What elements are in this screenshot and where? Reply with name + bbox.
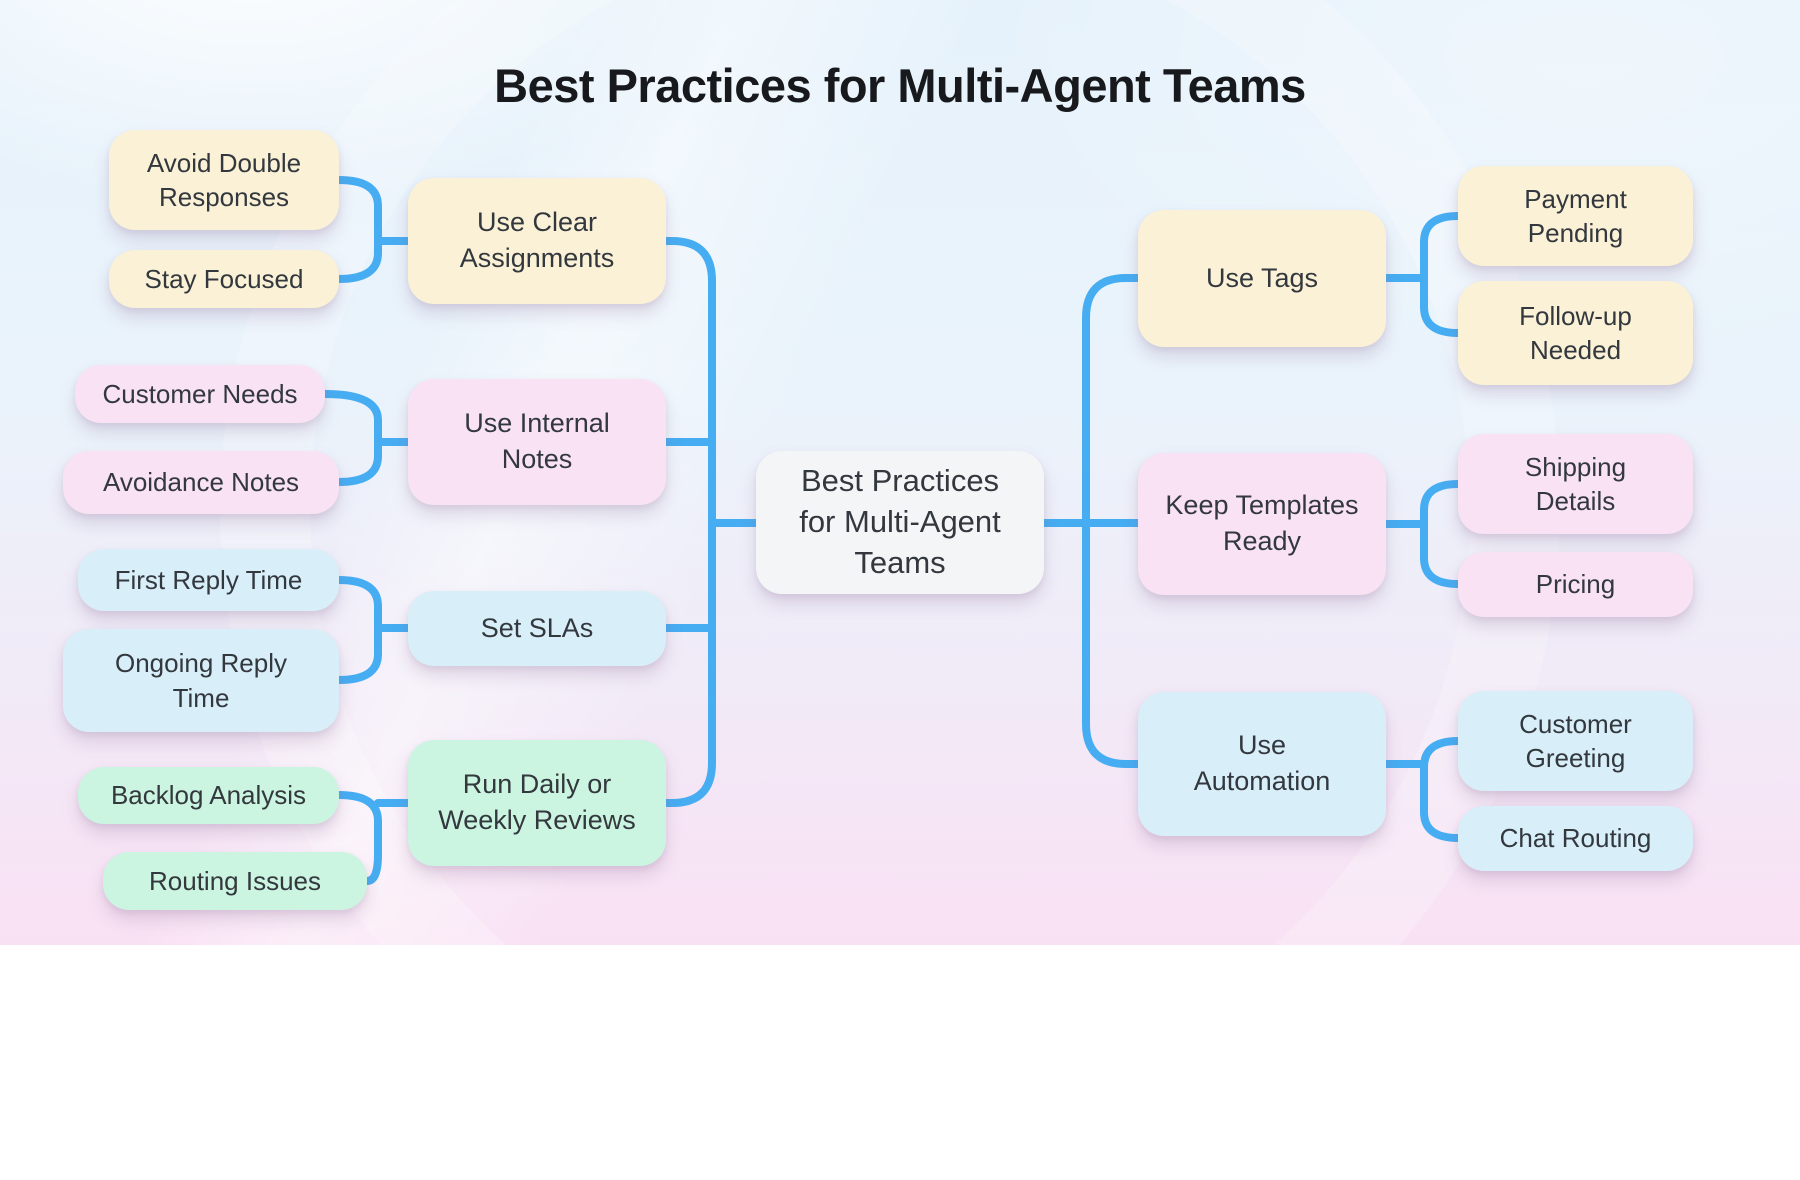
node-label: Use Automation xyxy=(1193,730,1331,796)
node-label: Stay Focused xyxy=(144,263,304,294)
connector-right-trunk xyxy=(1082,274,1142,768)
node-label: Ongoing Reply Time xyxy=(115,648,287,713)
node-label: Follow-up Needed xyxy=(1519,300,1632,365)
node-label: Payment Pending xyxy=(1524,183,1627,248)
node-label: Best Practices for Multi-Agent Teams xyxy=(799,463,1001,580)
node-chat-routing[interactable]: Chat Routing xyxy=(1458,806,1693,871)
node-follow-up-needed[interactable]: Follow-up Needed xyxy=(1458,281,1693,385)
node-label: Chat Routing xyxy=(1499,823,1652,854)
node-keep-templates-ready[interactable]: Keep Templates Ready xyxy=(1138,453,1386,595)
node-label: Run Daily or Weekly Reviews xyxy=(438,769,636,835)
node-avoidance-notes[interactable]: Avoidance Notes xyxy=(63,451,339,514)
node-ongoing-reply-time[interactable]: Ongoing Reply Time xyxy=(63,629,339,732)
node-label: Keep Templates Ready xyxy=(1165,490,1359,556)
connector-left-trunk xyxy=(662,237,716,807)
node-set-slas[interactable]: Set SLAs xyxy=(408,591,666,666)
node-payment-pending[interactable]: Payment Pending xyxy=(1458,166,1693,266)
node-use-clear-assignments[interactable]: Use Clear Assignments xyxy=(408,178,666,304)
node-label: Pricing xyxy=(1535,569,1616,600)
node-run-daily-or-weekly-reviews[interactable]: Run Daily or Weekly Reviews xyxy=(408,740,666,866)
node-label: Customer Needs xyxy=(102,378,298,409)
node-label: Avoid Double Responses xyxy=(146,147,302,212)
connector-right-bracket-1 xyxy=(1420,212,1462,337)
node-label: Backlog Analysis xyxy=(110,780,307,811)
node-label: Avoidance Notes xyxy=(102,467,300,498)
node-customer-needs[interactable]: Customer Needs xyxy=(75,365,325,423)
node-label: Use Clear Assignments xyxy=(459,207,615,273)
node-avoid-double-responses[interactable]: Avoid Double Responses xyxy=(109,130,339,230)
node-pricing[interactable]: Pricing xyxy=(1458,552,1693,617)
node-label: First Reply Time xyxy=(114,564,303,595)
node-use-automation[interactable]: Use Automation xyxy=(1138,692,1386,836)
connector-right-bracket-2 xyxy=(1420,480,1462,588)
node-use-internal-notes[interactable]: Use Internal Notes xyxy=(408,379,666,505)
connector-left-bracket-2 xyxy=(321,390,382,486)
connector-left-bracket-4 xyxy=(335,791,382,885)
connector-right-bracket-3 xyxy=(1420,737,1462,842)
node-label: Use Tags xyxy=(1205,262,1319,293)
node-routing-issues[interactable]: Routing Issues xyxy=(103,852,367,910)
node-label: Customer Greeting xyxy=(1519,708,1632,773)
node-customer-greeting[interactable]: Customer Greeting xyxy=(1458,691,1693,791)
node-label: Routing Issues xyxy=(149,865,321,896)
node-use-tags[interactable]: Use Tags xyxy=(1138,210,1386,347)
node-backlog-analysis[interactable]: Backlog Analysis xyxy=(78,767,339,824)
node-label: Set SLAs xyxy=(480,612,594,643)
page-title: Best Practices for Multi-Agent Teams xyxy=(494,59,1306,112)
node-label: Use Internal Notes xyxy=(464,408,610,474)
connector-layer xyxy=(321,176,1462,885)
connector-left-bracket-3 xyxy=(335,576,382,684)
node-stay-focused[interactable]: Stay Focused xyxy=(109,250,339,308)
connector-left-bracket-1 xyxy=(335,176,382,283)
node-label: Shipping Details xyxy=(1524,451,1627,516)
node-shipping-details[interactable]: Shipping Details xyxy=(1458,434,1693,534)
node-first-reply-time[interactable]: First Reply Time xyxy=(78,549,339,611)
node-root-best-practices[interactable]: Best Practices for Multi-Agent Teams xyxy=(756,451,1044,594)
